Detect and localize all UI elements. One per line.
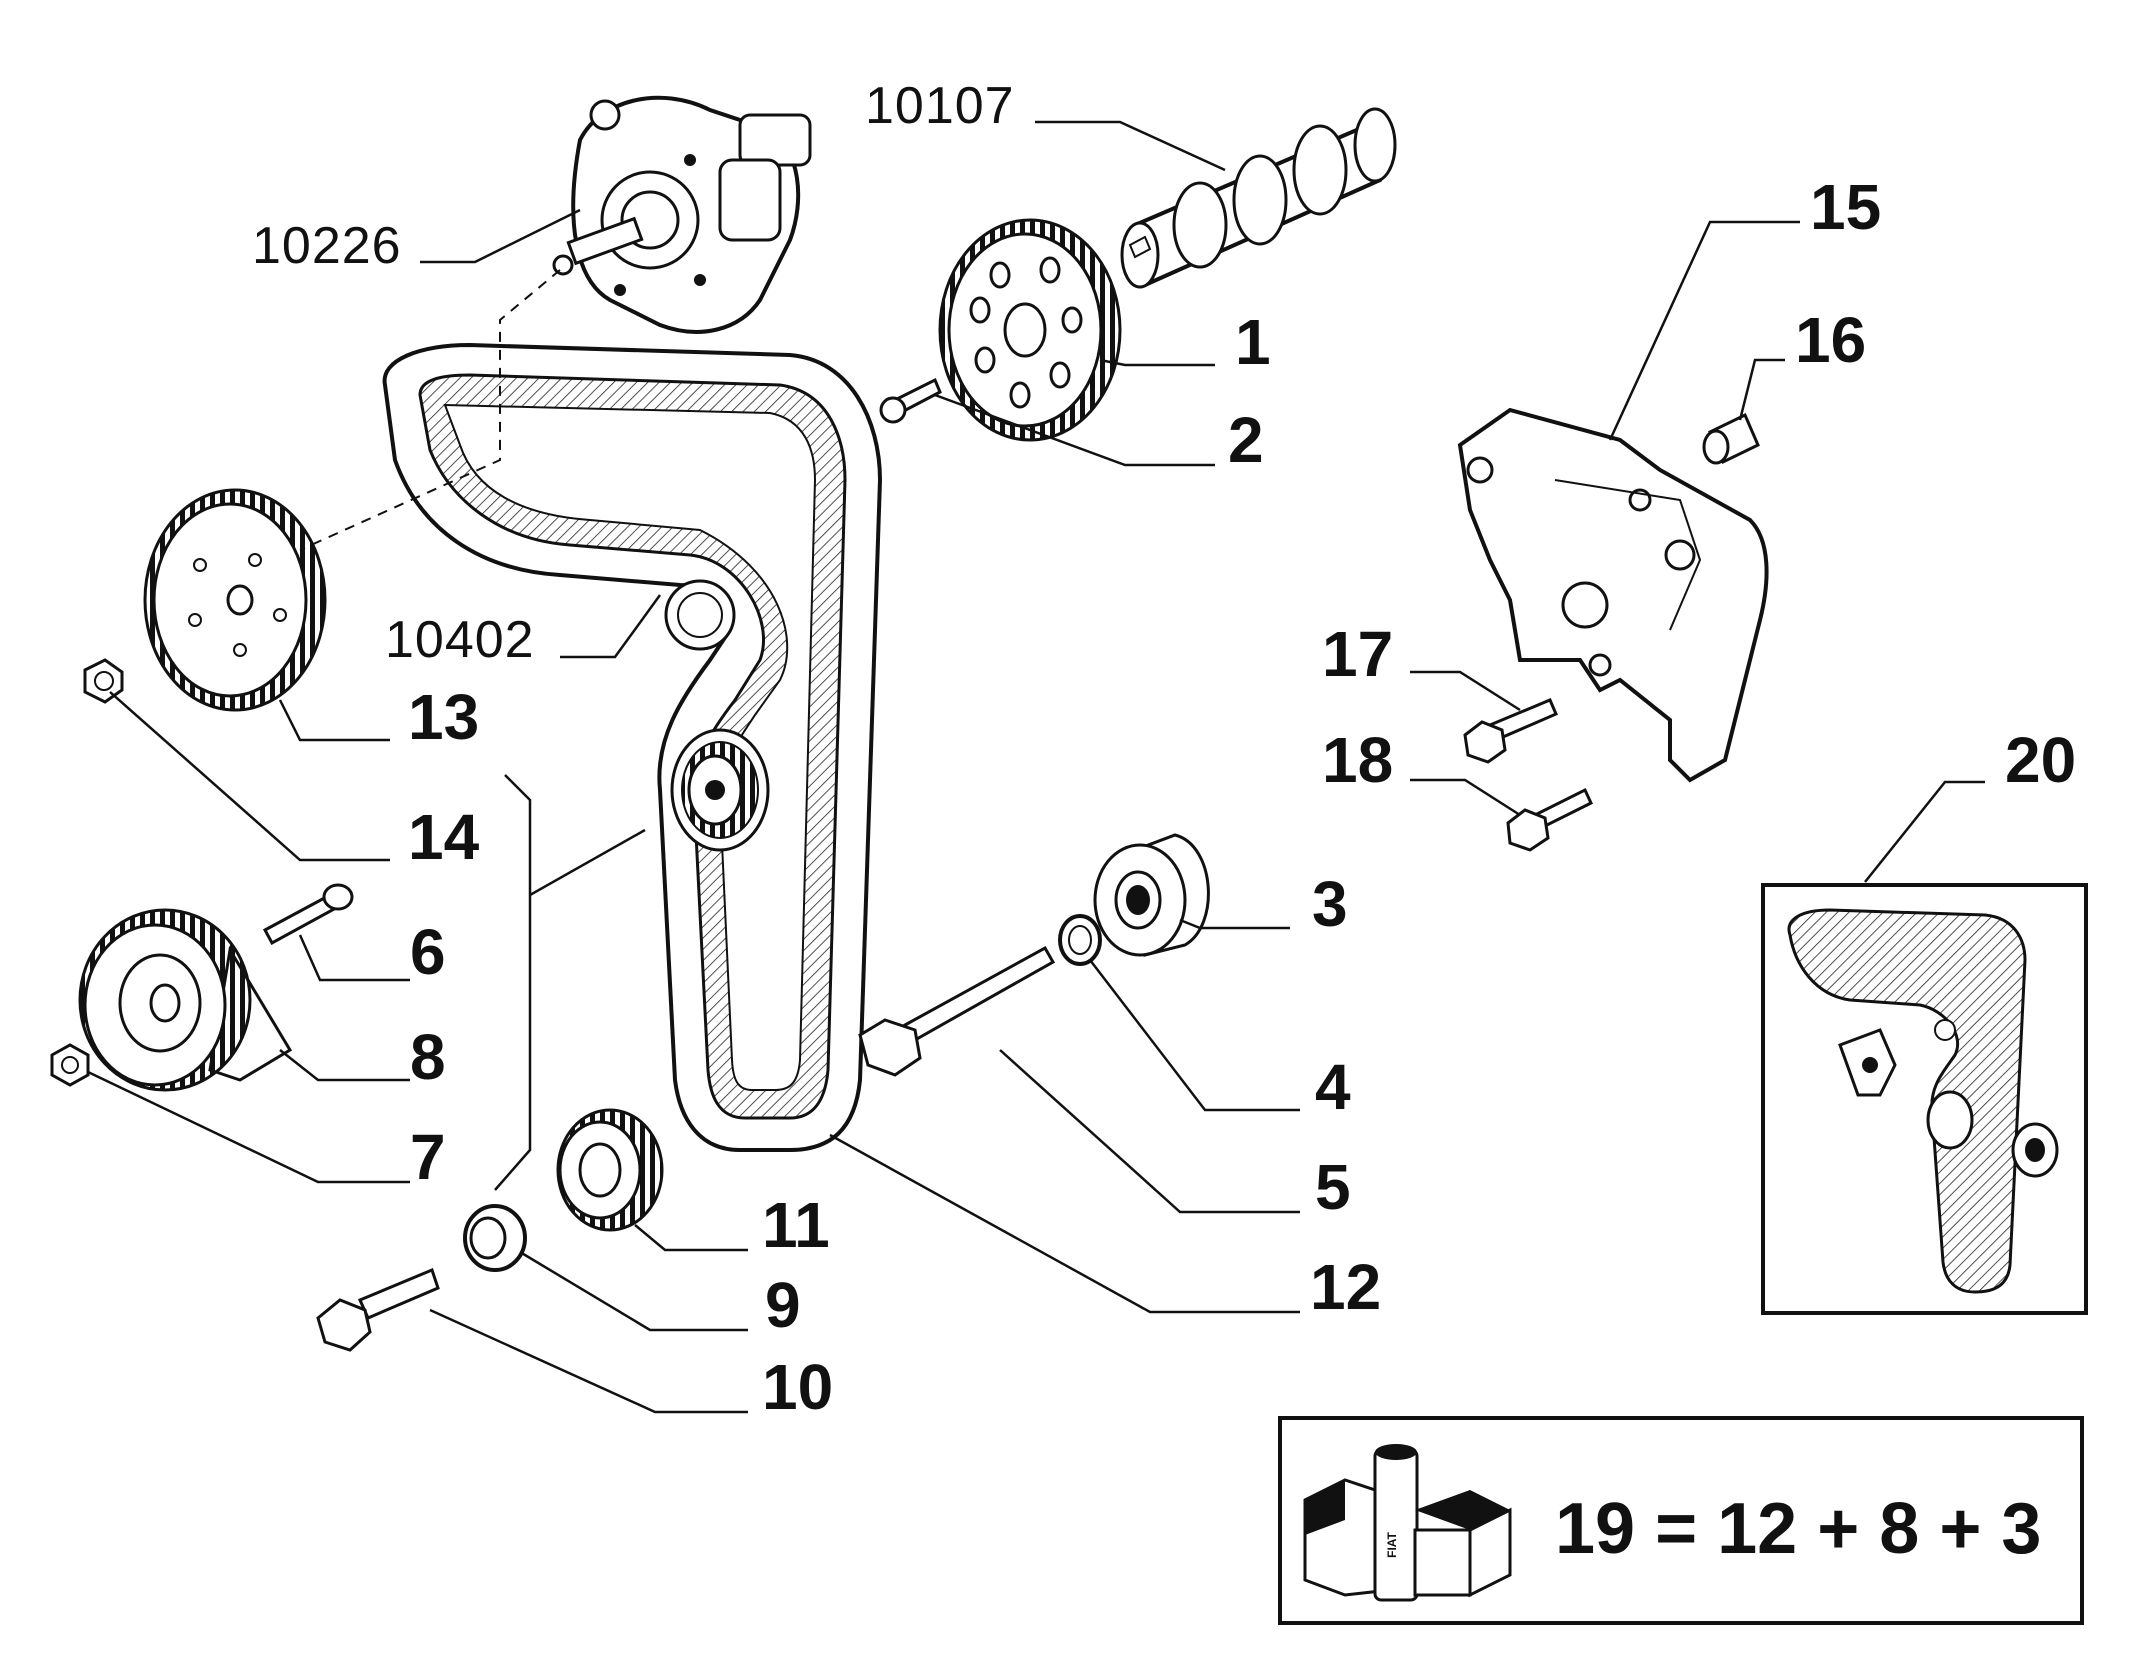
callout-5: 5 bbox=[1315, 1151, 1351, 1223]
stud-6 bbox=[262, 883, 354, 946]
pump-sprocket bbox=[143, 488, 327, 712]
kit-20-frame bbox=[1761, 883, 2088, 1315]
callout-14: 14 bbox=[408, 801, 480, 873]
nut-14 bbox=[83, 658, 124, 704]
kit-20-illustration bbox=[1787, 908, 2059, 1294]
callout-12: 12 bbox=[1310, 1251, 1382, 1323]
washer-4 bbox=[1058, 914, 1102, 966]
washer-9 bbox=[463, 1204, 527, 1272]
callout-10402: 10402 bbox=[385, 611, 535, 669]
callout-3: 3 bbox=[1312, 868, 1348, 940]
callout-18: 18 bbox=[1322, 724, 1394, 796]
callout-10226: 10226 bbox=[252, 217, 402, 275]
fiat-logo-text: FIAT bbox=[1385, 1531, 1399, 1557]
callout-16: 16 bbox=[1795, 304, 1867, 376]
kit-formula: 19 = 12 + 8 + 3 bbox=[1555, 1489, 2042, 1569]
bolt-10 bbox=[316, 1267, 440, 1352]
callout-1: 1 bbox=[1235, 306, 1271, 378]
kit-19-frame bbox=[1278, 1416, 2084, 1625]
callout-13: 13 bbox=[408, 681, 480, 753]
callout-15: 15 bbox=[1810, 171, 1882, 243]
callout-11: 11 bbox=[762, 1189, 830, 1261]
roller-3 bbox=[1093, 833, 1210, 957]
bolt-17 bbox=[1463, 698, 1558, 764]
cam-sprocket bbox=[938, 218, 1122, 442]
nut-7 bbox=[50, 1043, 90, 1087]
callout-9: 9 bbox=[765, 1269, 801, 1341]
callout-20: 20 bbox=[2005, 724, 2077, 796]
high-pressure-pump bbox=[299, 95, 812, 551]
fiat-kit-logo: FIAT bbox=[1303, 1444, 1512, 1602]
leader-lines bbox=[87, 120, 1985, 1414]
bolt-18 bbox=[1506, 787, 1593, 852]
tensioner-8 bbox=[78, 908, 293, 1092]
bolt-5 bbox=[858, 945, 1056, 1077]
bolt-2 bbox=[879, 377, 942, 424]
dowel-16 bbox=[1702, 412, 1760, 465]
callout-7: 7 bbox=[410, 1121, 446, 1193]
timing-belt bbox=[382, 342, 883, 1152]
callout-10: 10 bbox=[762, 1351, 834, 1423]
callout-8: 8 bbox=[410, 1021, 446, 1093]
callout-10107: 10107 bbox=[865, 77, 1015, 135]
camshaft bbox=[1120, 107, 1397, 289]
callout-17: 17 bbox=[1322, 618, 1394, 690]
callout-2: 2 bbox=[1228, 404, 1264, 476]
pulley-11 bbox=[556, 1108, 664, 1232]
bracket-15 bbox=[1457, 407, 1769, 783]
callout-6: 6 bbox=[410, 916, 446, 988]
callout-4: 4 bbox=[1315, 1051, 1351, 1123]
